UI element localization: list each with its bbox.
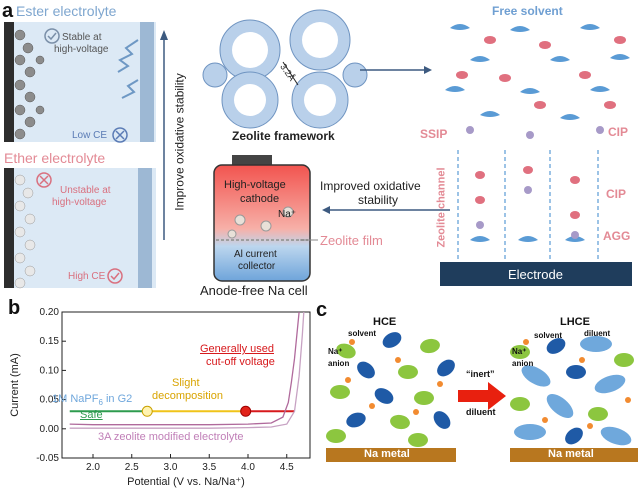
legend-3a: 3A zeolite modified electrolyte [98,431,244,443]
framework-arrow-head [424,66,432,74]
y-axis-label: Current (mA) [9,353,21,417]
ann-slight-l2: decomposition [152,390,223,402]
na-right: Na⁺ [512,347,527,356]
x-tick-label: 2.5 [125,462,139,473]
ether-particles [14,174,36,289]
ether-unstable-l1: Unstable at [60,185,111,196]
al-text-l2: collector [238,261,276,272]
anion-right: anion [512,359,534,368]
y-tick-label: 0.20 [40,307,60,318]
electrode-label: Electrode [508,267,563,282]
al-text-l1: Al current [234,249,277,260]
ether-electrode [4,168,14,288]
ester-ce: Low CE [72,130,108,141]
x-axis-label: Potential (V vs. Na/Na⁺) [127,476,245,488]
na-left: Na⁺ [328,347,343,356]
ann-generally-l2: cut-off voltage [206,356,275,368]
channel-molecules [470,166,585,242]
x-tick-label: 3.0 [164,462,178,473]
solvent-left: solvent [348,329,377,338]
cip-mid-label: CIP [606,187,627,201]
highce-check-icon [107,268,123,284]
x-tick-label: 4.5 [280,462,294,473]
hce-title: HCE [373,316,397,328]
ann-generally-l1: Generally used [200,343,274,355]
ssip-label: SSIP [420,127,448,141]
diluent-arrow-label: diluent [466,407,496,417]
dendrite-icon [117,39,139,99]
inert-label: “inert” [466,369,495,379]
zeolite-caption: Zeolite framework [232,129,335,143]
ester-particles [14,29,45,140]
y-tick-label: 0.15 [40,336,60,347]
na-ions [227,206,294,239]
cip-top-label: CIP [608,125,629,139]
x-tick-label: 3.5 [202,462,216,473]
lhce-particles [510,336,634,446]
panel-a-graphics [4,9,632,289]
marker-point [240,405,252,417]
ester-stable-l1: Stable at [62,32,102,43]
solvent-molecules [445,24,630,139]
y-tick-label: 0.00 [40,424,60,435]
lowce-cross-icon [112,127,128,143]
y-tick-label: 0.10 [40,365,60,376]
ether-cathode [138,168,152,288]
legend-g2: 1M NaPF6 in G2 [52,393,133,408]
electrode-bar [440,262,632,286]
diluent-label: diluent [584,329,611,338]
plot-frame [61,311,311,459]
ann-safe: Safe [80,409,103,421]
ether-ce: High CE [68,271,106,282]
anion-left: anion [328,359,350,368]
pore-arrow [282,61,299,86]
y-tick-label: 0.05 [40,395,60,406]
cell-caption: Anode-free Na cell [200,283,308,298]
ether-unstable-l2: high-voltage [52,197,107,208]
cell-text-l1: High-voltage [224,179,286,191]
na-metal-right: Na metal [548,448,594,460]
hce-metal [326,448,456,462]
stable-check-icon [44,28,60,44]
series-line [69,311,305,429]
cell-cap [232,155,272,165]
x-tick-label: 2.0 [86,462,100,473]
x-tick-label: 4.0 [241,462,255,473]
agg-label: AGG [603,229,631,243]
improved-l1: Improved oxidative [320,179,421,193]
free-solvent: Free solvent [492,4,563,18]
panel-b-letter: b [8,297,21,319]
inert-diluent-arrow [458,382,506,410]
ester-title: Ester electrolyte [16,3,117,19]
improved-l2: stability [358,193,399,207]
unstable-cross-icon [36,172,52,188]
cell-na: Na⁺ [278,209,297,220]
zeolite-channel-lines [457,150,599,260]
solvent-right: solvent [534,331,563,340]
series-line [69,311,300,426]
ann-slight-l1: Slight [172,377,200,389]
panel-a-letter: a [2,0,14,22]
ester-stable-l2: high-voltage [54,44,109,55]
na-metal-left: Na metal [364,448,410,460]
hce-particles [326,332,455,447]
y-tick-label: -0.05 [36,453,59,464]
ester-cathode [140,22,154,142]
cell-text-l2: cathode [240,193,280,205]
panel-c-letter: c [316,299,328,321]
ester-electrode [4,22,14,142]
lhce-metal [510,448,638,462]
ether-title: Ether electrolyte [4,150,106,166]
improved-arrow-head [322,206,330,214]
lhce-title: LHCE [560,316,590,328]
zeolite-film-label: Zeolite film [320,233,383,248]
marker-point [141,405,153,417]
